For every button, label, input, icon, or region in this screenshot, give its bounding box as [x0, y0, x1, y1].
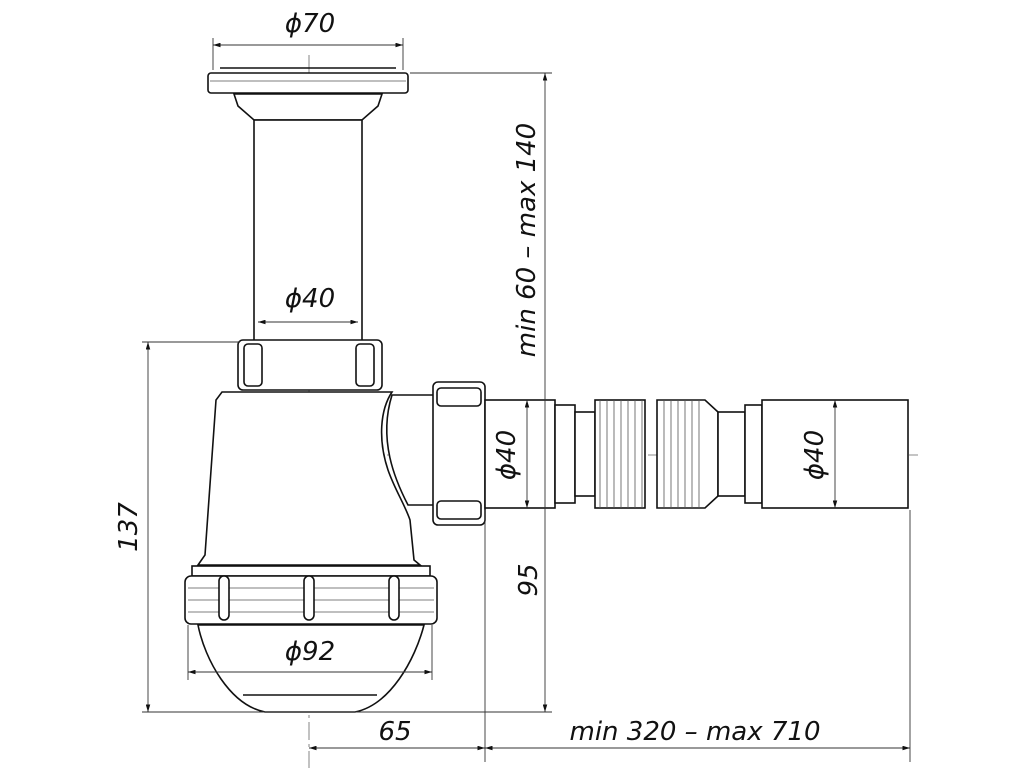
dim-outlet-length: min 320 – max 710 — [570, 717, 821, 747]
dim-overall-height: 137 — [114, 502, 144, 552]
pipe-nut — [237, 339, 383, 391]
vertical-pipe — [253, 119, 363, 343]
dim-cap-diameter: ϕ92 — [285, 637, 335, 667]
side-outlet — [385, 394, 436, 506]
dim-outlet-diameter: ϕ40 — [492, 430, 522, 480]
dim-flange-diameter: ϕ70 — [285, 9, 335, 39]
drain-flange — [207, 67, 409, 121]
dim-outlet-height: 95 — [514, 563, 544, 596]
bottom-cap — [184, 565, 438, 713]
dim-outlet-offset: 65 — [378, 717, 411, 747]
dim-end-diameter: ϕ40 — [800, 430, 830, 480]
flexible-outlet — [484, 399, 909, 509]
outlet-nut — [432, 381, 486, 526]
dimension-lines — [142, 38, 911, 762]
dim-pipe-diameter: ϕ40 — [285, 284, 335, 314]
dim-adjustable-height: min 60 – max 140 — [512, 123, 542, 357]
trap-body — [196, 391, 423, 566]
